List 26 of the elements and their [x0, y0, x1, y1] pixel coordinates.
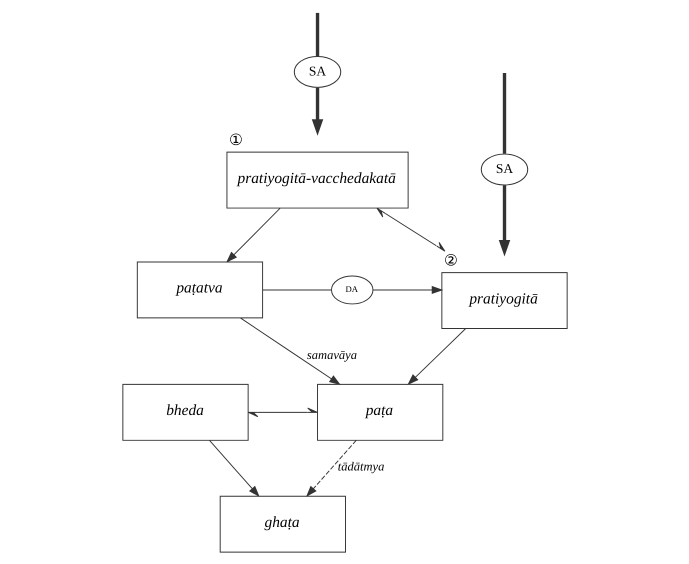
arrow	[372, 286, 443, 294]
node-box: bheda	[122, 384, 248, 441]
connector	[262, 289, 332, 290]
arrow	[226, 208, 280, 263]
arrow	[208, 440, 260, 498]
node-box: pratiyogitā-vacchedakatā	[226, 152, 408, 209]
arrow	[498, 185, 510, 256]
node-label: ②	[443, 252, 456, 270]
arrow	[406, 328, 466, 386]
edge-label: samavāya	[306, 348, 356, 362]
connector	[502, 72, 506, 154]
node-label: ①	[228, 132, 242, 150]
arrow	[311, 88, 323, 136]
arrow	[306, 440, 356, 498]
node-ellipse: SA	[480, 154, 528, 186]
connector	[315, 12, 319, 56]
node-box: pratiyogitā	[440, 272, 568, 329]
node-box: ghaṭa	[219, 496, 346, 553]
node-ellipse: DA	[330, 276, 373, 304]
node-ellipse: SA	[293, 56, 341, 88]
arrow	[247, 408, 318, 418]
arrow	[239, 317, 340, 386]
node-box: paṭatva	[136, 262, 263, 318]
arrow	[376, 208, 445, 252]
edge-label: tādātmya	[337, 460, 384, 474]
node-box: paṭa	[316, 384, 443, 441]
